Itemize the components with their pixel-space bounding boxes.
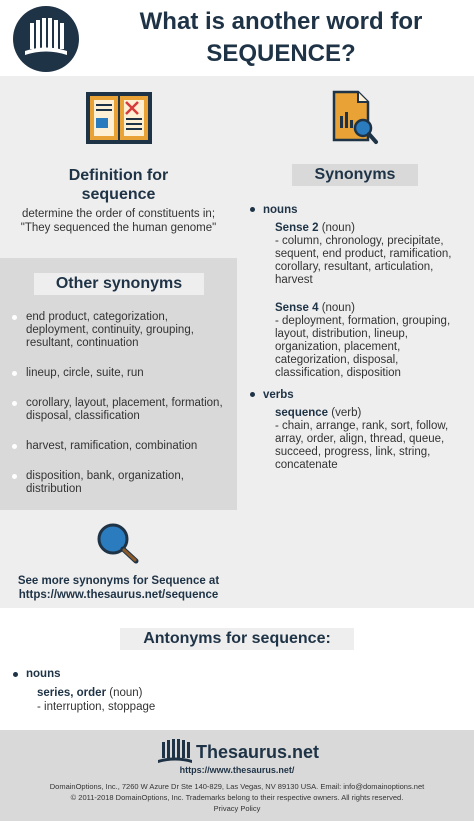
page-title: What is another word for SEQUENCE? xyxy=(98,6,464,70)
footer xyxy=(0,730,474,821)
definition-title-line1: Definition for xyxy=(68,167,169,184)
other-synonyms-panel xyxy=(0,258,237,510)
footer-url[interactable]: https://www.thesaurus.net/ xyxy=(179,765,295,775)
pos-verbs-label: verbs xyxy=(263,389,294,401)
pos-nouns-label: nouns xyxy=(263,204,298,216)
bullet-icon xyxy=(250,207,255,212)
footer-address: DomainOptions, Inc., 7260 W Azure Dr Ste… xyxy=(49,782,425,791)
footer-brand[interactable]: Thesaurus.net xyxy=(196,742,320,762)
definition-title: Definition for sequence xyxy=(0,166,237,204)
footer-book-logo-icon xyxy=(158,739,192,763)
antonyms-head: series, order xyxy=(37,687,107,699)
sense-2-pos: (noun) xyxy=(321,222,355,234)
sense-4-pos: (noun) xyxy=(321,302,355,314)
page-title-line1: What is another word for xyxy=(139,8,423,35)
bullet-icon xyxy=(250,392,255,397)
antonyms-pos: (noun) xyxy=(109,687,143,699)
footer-copyright: © 2011-2018 DomainOptions, Inc. Trademar… xyxy=(70,793,404,802)
list-item[interactable]: end product, categorization, deployment,… xyxy=(12,311,232,350)
see-more-url[interactable]: https://www.thesaurus.net/sequence xyxy=(18,589,219,601)
list-item[interactable]: harvest, ramification, combination xyxy=(12,440,232,453)
definition-title-line2: sequence xyxy=(81,186,156,203)
sense-2-synonyms[interactable]: - column, chronology, precipitate, seque… xyxy=(275,235,452,286)
book-logo-icon xyxy=(25,18,67,55)
sense-4-synonyms[interactable]: - deployment, formation, grouping, layou… xyxy=(275,315,451,379)
list-item[interactable]: disposition, bank, organization, distrib… xyxy=(12,470,232,496)
page-title-line2: SEQUENCE? xyxy=(206,40,356,67)
list-item[interactable]: corollary, layout, placement, formation,… xyxy=(12,397,232,423)
other-synonyms-list: end product, categorization, deployment,… xyxy=(12,311,232,513)
synonyms-heading: Synonyms xyxy=(292,164,418,186)
privacy-policy-link[interactable]: Privacy Policy xyxy=(213,804,261,813)
magnifier-icon xyxy=(97,523,139,564)
antonyms-list[interactable]: - interruption, stoppage xyxy=(37,701,156,713)
sense-4-block: Sense 4 (noun) - deployment, formation, … xyxy=(275,302,465,380)
see-more-link[interactable]: See more synonyms for Sequence at https:… xyxy=(4,574,233,602)
antonyms-heading: Antonyms for sequence: xyxy=(120,628,354,650)
site-logo[interactable] xyxy=(13,6,79,72)
verb-sense-synonyms[interactable]: - chain, arrange, rank, sort, follow, ar… xyxy=(275,420,449,471)
verb-sense-pos: (verb) xyxy=(331,407,362,419)
definition-text: determine the order of constituents in; … xyxy=(20,208,217,234)
list-item[interactable]: lineup, circle, suite, run xyxy=(12,367,232,380)
other-synonyms-heading: Other synonyms xyxy=(34,273,204,295)
antonyms-nouns-label: nouns xyxy=(26,668,61,680)
header: What is another word for SEQUENCE? xyxy=(0,0,474,76)
antonyms-block: series, order (noun) - interruption, sto… xyxy=(37,686,457,714)
sense-4-label: Sense 4 xyxy=(275,302,319,314)
verb-sense-block: sequence (verb) - chain, arrange, rank, … xyxy=(275,407,465,472)
open-book-icon xyxy=(86,92,152,144)
sense-2-label: Sense 2 xyxy=(275,222,319,234)
verb-sense-label: sequence xyxy=(275,407,329,419)
document-search-icon xyxy=(332,90,378,144)
sense-2-block: Sense 2 (noun) - column, chronology, pre… xyxy=(275,222,465,287)
see-more-line1: See more synonyms for Sequence at xyxy=(17,575,220,587)
bullet-icon xyxy=(13,672,18,677)
